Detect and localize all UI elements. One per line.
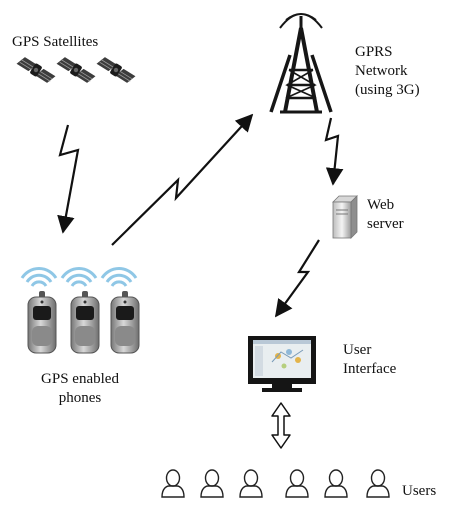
gps-satellites-label: GPS Satellites — [12, 34, 99, 50]
link-network-to-server — [324, 117, 344, 186]
user-icon — [239, 469, 263, 498]
web-server-label: Web server — [367, 196, 404, 234]
users-label: Users — [402, 483, 437, 499]
gprs-network-label: GPRS Network (using 3G) — [355, 43, 420, 100]
gprs-network-line-1: GPRS — [355, 44, 393, 60]
gps-phones-label: GPS enabled phones — [20, 370, 140, 408]
user-icon — [366, 469, 390, 498]
mobile-phone-icon — [27, 290, 57, 354]
signal-arcs — [20, 267, 138, 287]
user-icon — [285, 469, 309, 498]
gprs-network-line-2: Network — [355, 63, 408, 79]
link-phones-to-network — [111, 113, 254, 246]
mobile-phone-icon — [110, 290, 140, 354]
satellite-icon — [15, 53, 57, 87]
user-icon — [324, 469, 348, 498]
user-icon — [200, 469, 224, 498]
user-interface-line-2: Interface — [343, 361, 397, 377]
monitor-icon — [248, 336, 316, 392]
gps-phones-line-1: GPS enabled — [41, 371, 119, 387]
cell-tower-icon — [269, 13, 333, 114]
user-interface-label: User Interface — [343, 341, 396, 379]
web-server-line-1: Web — [367, 197, 395, 213]
satellite-icon — [95, 53, 137, 87]
user-icon — [161, 469, 185, 498]
double-arrow-icon — [271, 402, 291, 449]
gprs-network-line-3: (using 3G) — [355, 82, 420, 98]
web-server-line-2: server — [367, 216, 404, 232]
link-server-to-ui — [274, 239, 320, 318]
gps-phones-line-2: phones — [58, 390, 102, 406]
link-satellite-to-phones — [57, 124, 80, 234]
mobile-phone-icon — [70, 290, 100, 354]
server-icon — [332, 195, 358, 239]
user-interface-line-1: User — [343, 342, 372, 358]
satellite-icon — [55, 53, 97, 87]
